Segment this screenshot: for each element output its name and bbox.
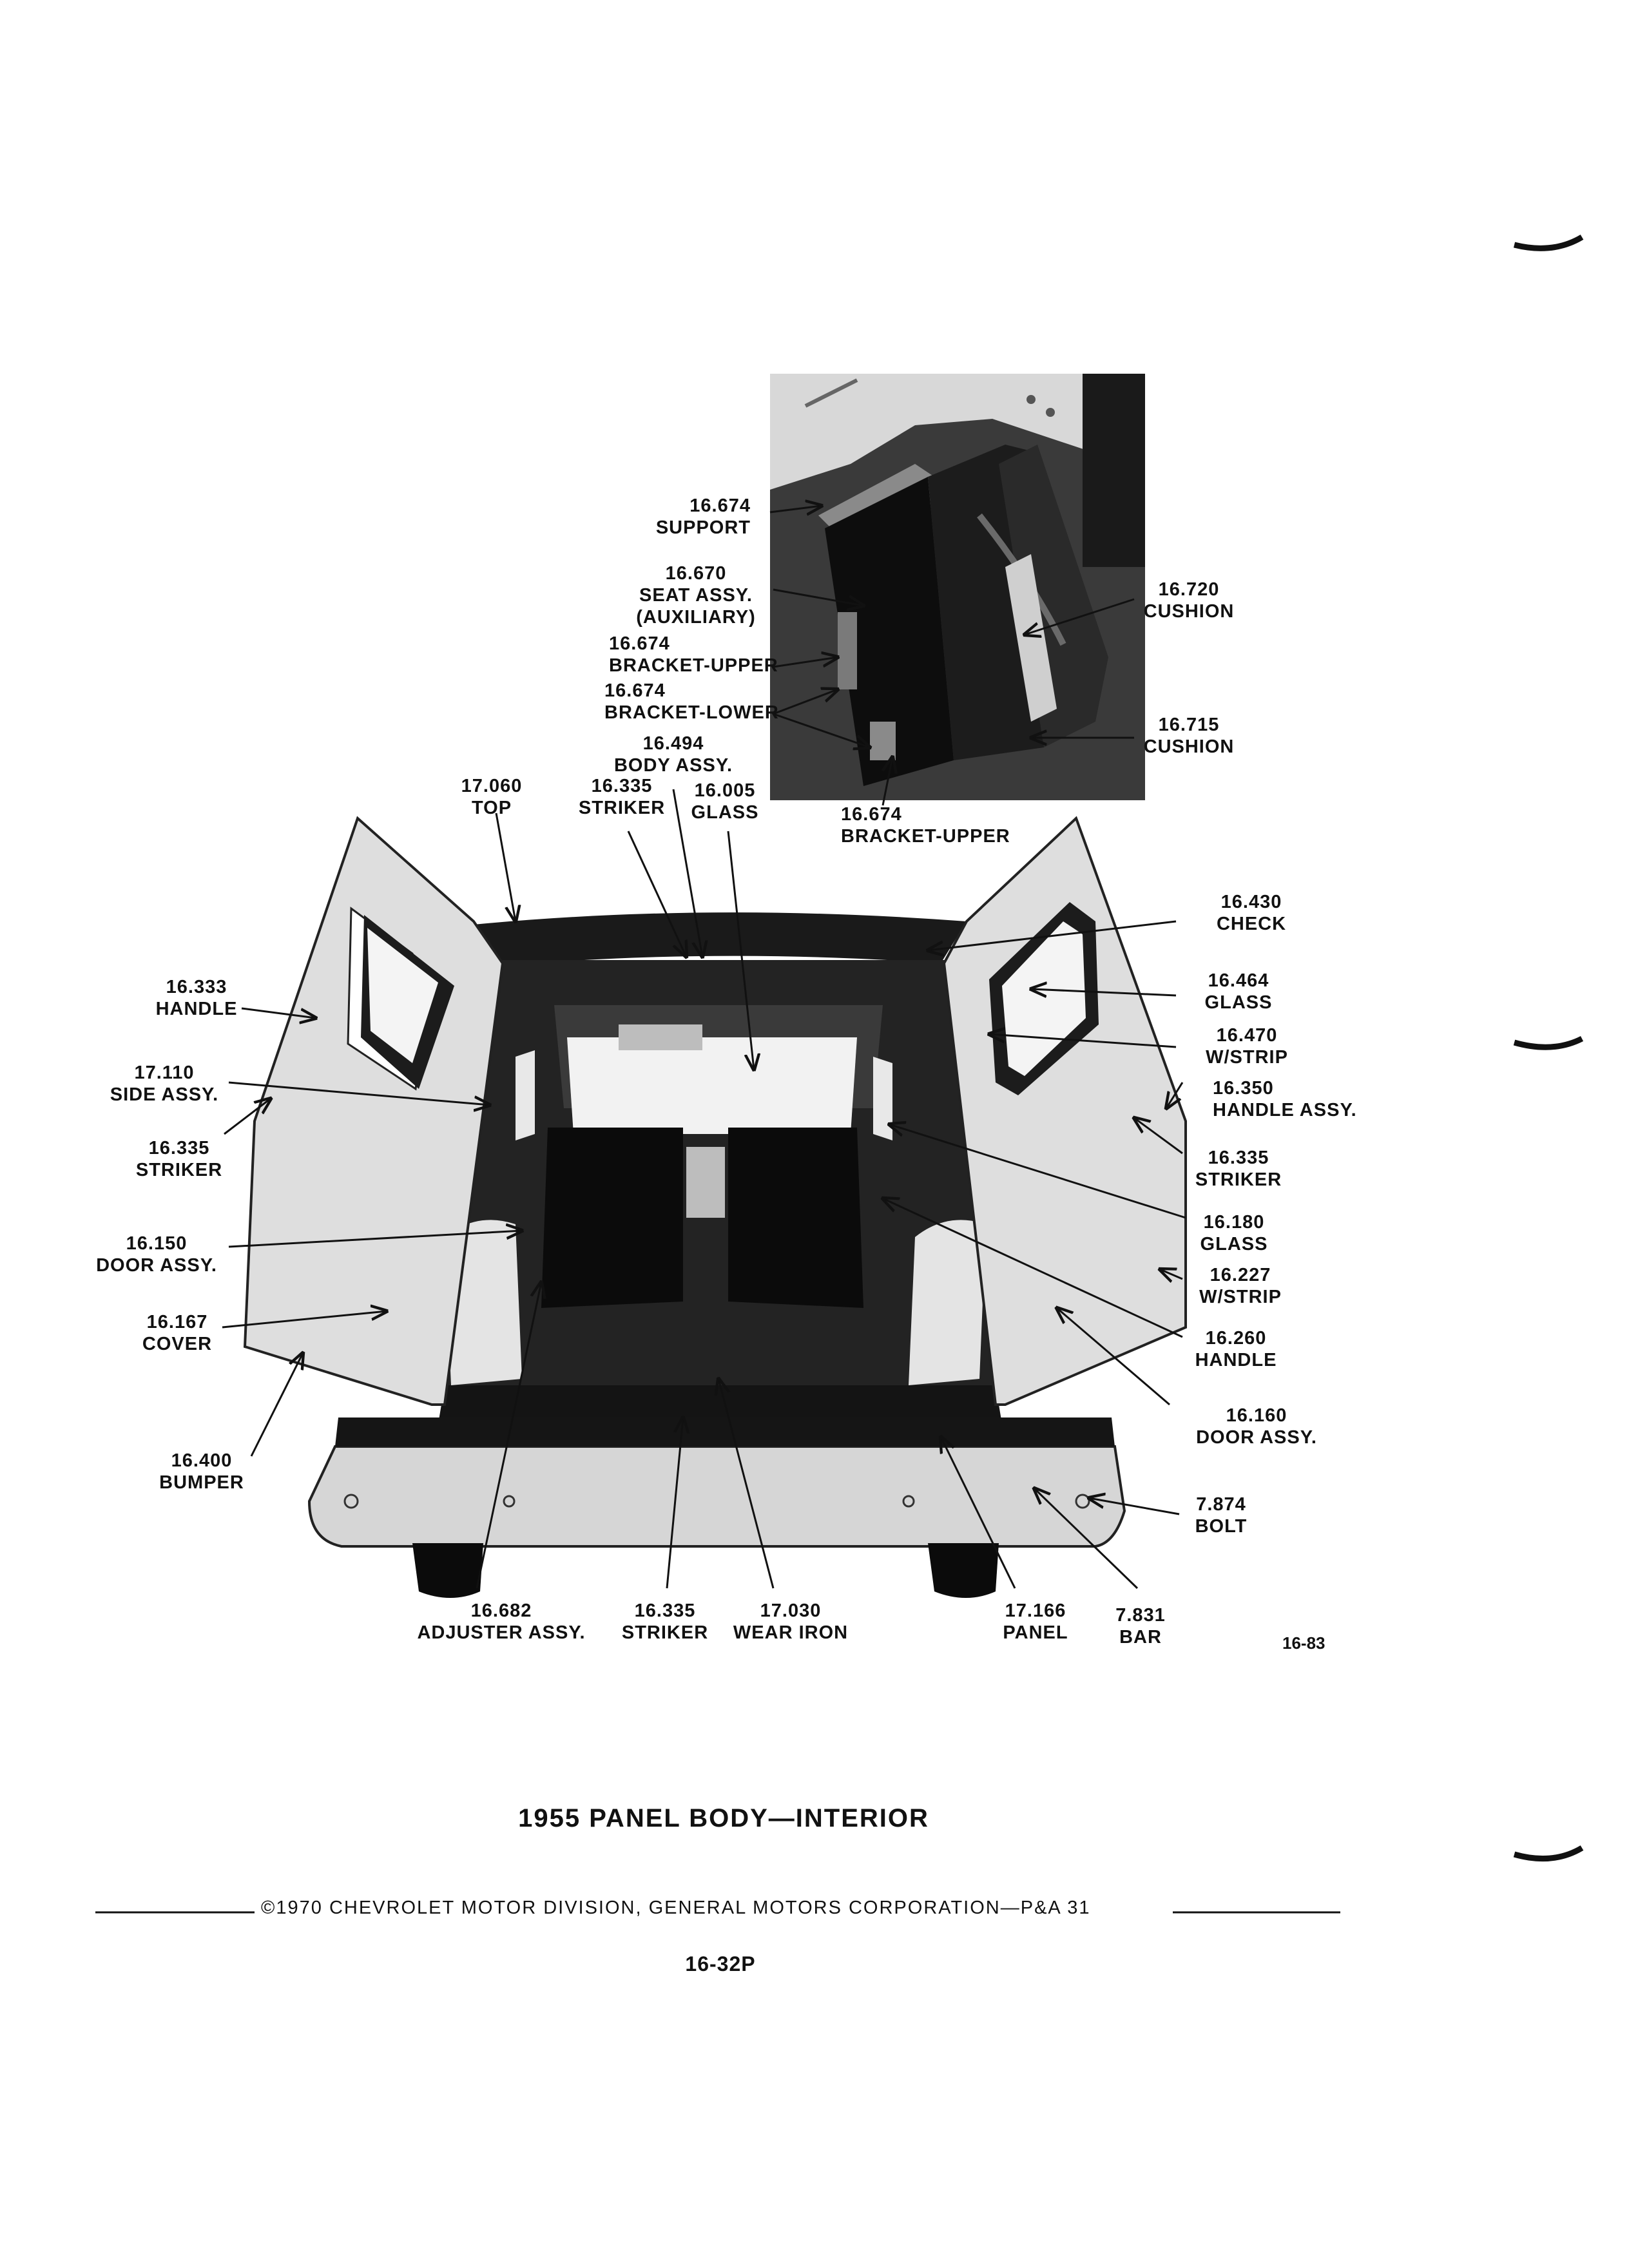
margin-mark — [1513, 1035, 1584, 1050]
page-number: 16-32P — [685, 1952, 756, 1975]
leader-bracket-lower-a — [773, 689, 838, 715]
van-body — [243, 816, 1187, 1598]
leader-door-16150 — [228, 1231, 522, 1248]
leader-bracket-upper-16674 — [773, 657, 838, 668]
leader-glass-16005 — [727, 831, 754, 1070]
leader-striker-top — [627, 831, 686, 957]
leader-bumper-16400 — [250, 1353, 303, 1457]
leader-seat-16670 — [773, 588, 863, 606]
leader-bolt-7874 — [1089, 1498, 1180, 1515]
margin-mark — [1513, 235, 1584, 251]
leader-side-17110 — [228, 1081, 490, 1105]
leader-door-16160 — [1057, 1308, 1170, 1406]
rear-bumper — [307, 1445, 1126, 1548]
margin-mark — [1513, 1845, 1584, 1862]
leader-cover-16167 — [222, 1311, 387, 1329]
leader-support-16674 — [769, 506, 822, 512]
leader-top-17060 — [495, 812, 516, 921]
leader-check-16430 — [928, 920, 1177, 950]
leader-handle-16333 — [241, 1007, 316, 1018]
leader-wstrip-16227 — [1160, 1269, 1183, 1279]
leader-panel-17166 — [941, 1437, 1016, 1589]
copyright-line: ©1970 CHEVROLET MOTOR DIVISION, GENERAL … — [261, 1898, 1091, 1918]
inset-seat-photo — [770, 374, 1145, 800]
leader-striker-bottom — [666, 1418, 683, 1589]
leader-glass-16180 — [889, 1124, 1186, 1219]
leader-body-16494 — [672, 789, 702, 957]
leader-glass-16464 — [1031, 989, 1177, 995]
leader-adjuster-16682 — [476, 1282, 541, 1589]
leader-wear-iron-17030 — [718, 1379, 775, 1589]
leader-bracket-upper-b — [883, 757, 892, 806]
leader-handle-16260 — [883, 1198, 1183, 1338]
leader-bar-7831 — [1034, 1488, 1139, 1590]
leader-cushion-16720 — [1025, 598, 1135, 635]
leader-striker-left — [224, 1099, 271, 1135]
leader-striker-right — [1134, 1118, 1183, 1155]
leader-bracket-lower-b — [773, 713, 870, 747]
left-rear-door — [243, 816, 505, 1406]
page-title: 1955 PANEL BODY—INTERIOR — [518, 1804, 929, 1832]
leader-wstrip-16470 — [989, 1034, 1177, 1048]
figure-id: 16-83 — [1282, 1633, 1325, 1653]
leader-handle-assy-16350 — [1166, 1082, 1184, 1108]
leader-lines — [222, 506, 1186, 1590]
